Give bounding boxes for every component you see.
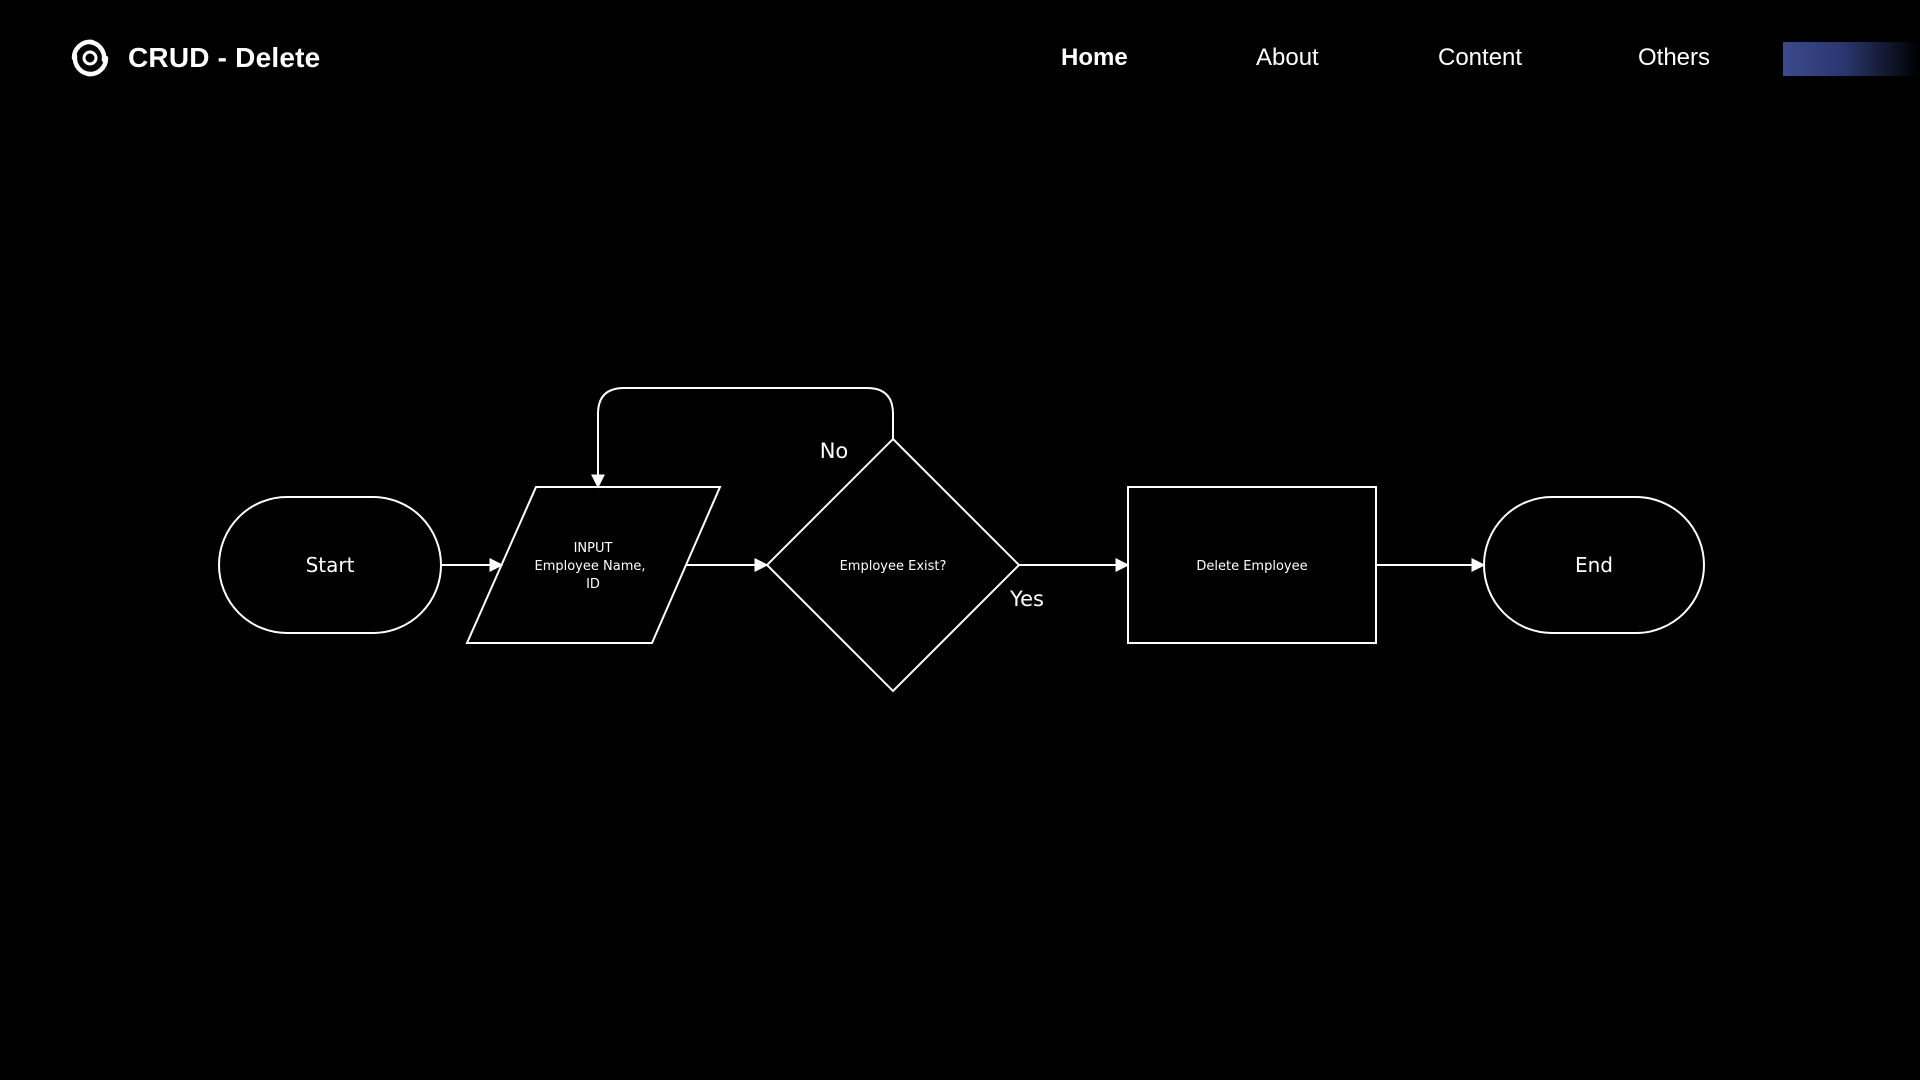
nav-about[interactable]: About [1256,44,1319,71]
process-label: Delete Employee [1196,559,1307,574]
end-label: End [1575,553,1613,577]
decision-label: Employee Exist? [840,559,947,574]
swirl-logo-icon [71,39,109,77]
nav-content[interactable]: Content [1438,44,1523,71]
top-header: CRUD - Delete Home About Content Others [0,0,1920,120]
nav-others[interactable]: Others [1638,44,1711,71]
input-label-line2: Employee Name, [534,559,645,574]
input-label-line1: INPUT [574,541,613,556]
start-label: Start [306,553,355,577]
input-label-line3: ID [586,577,600,592]
app-title: CRUD - Delete [128,42,321,73]
no-edge-label: No [820,439,849,463]
brand[interactable]: CRUD - Delete [70,38,320,78]
nav-home[interactable]: Home [1061,44,1128,71]
input-node [465,486,722,644]
yes-edge-label: Yes [1009,587,1044,611]
edge-decision-no-loop [591,387,894,489]
decision-node [765,437,1021,693]
nav-cta-button[interactable] [1783,42,1920,76]
